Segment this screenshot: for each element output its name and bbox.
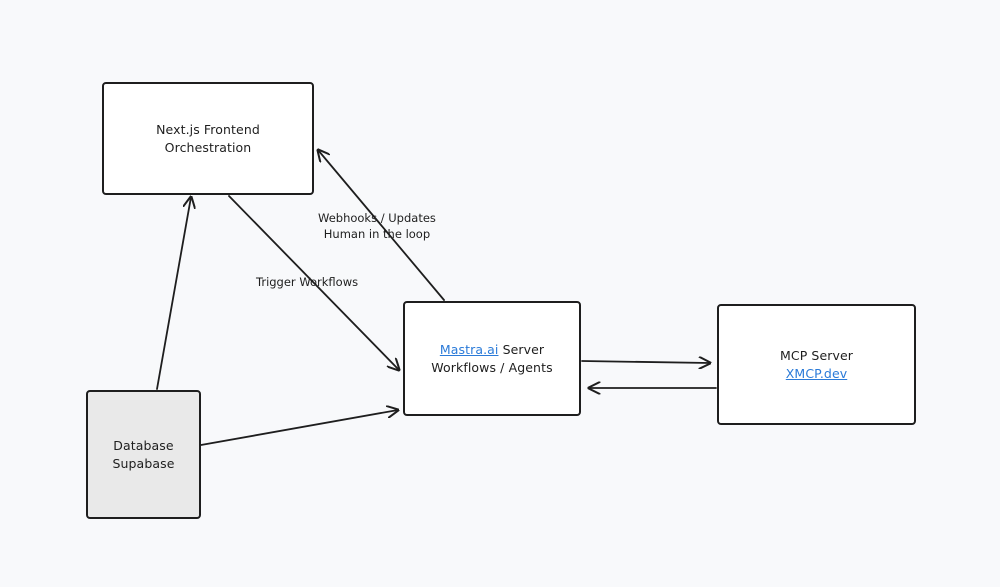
xmcp-link[interactable]: XMCP.dev: [785, 365, 848, 381]
edge-database-to-frontend: [156, 197, 191, 390]
frontend-subtitle: Orchestration: [164, 139, 252, 155]
mastra-server-node: Mastra.ai Server Workflows / Agents: [403, 301, 581, 416]
database-subtitle: Supabase: [112, 455, 175, 471]
edge-database-to-mastra: [200, 410, 398, 446]
edge-label-webhooks-line2: Human in the loop: [323, 227, 431, 241]
edge-label-trigger-workflows: Trigger Workflows: [256, 275, 359, 289]
edge-mastra-to-mcp: [581, 361, 710, 363]
database-title: Database: [113, 437, 174, 453]
mcp-title: MCP Server: [779, 347, 853, 363]
frontend-node: Next.js Frontend Orchestration: [102, 82, 314, 195]
edge-mastra-to-frontend: [318, 150, 445, 301]
mastra-subtitle: Workflows / Agents: [431, 359, 553, 375]
edge-frontend-to-mastra: [228, 195, 399, 370]
mcp-server-node: MCP Server XMCP.dev: [717, 304, 916, 425]
mcp-subtitle: XMCP.dev: [786, 365, 847, 383]
database-node: Database Supabase: [86, 390, 201, 519]
mastra-link[interactable]: Mastra.ai: [439, 341, 499, 357]
frontend-title: Next.js Frontend: [156, 121, 260, 137]
mastra-title-rest: Server: [498, 341, 545, 357]
edge-label-webhooks: Webhooks / Updates Human in the loop: [318, 210, 436, 242]
mastra-title: Mastra.ai Server: [440, 341, 544, 359]
edge-label-webhooks-line1: Webhooks / Updates: [318, 211, 436, 225]
